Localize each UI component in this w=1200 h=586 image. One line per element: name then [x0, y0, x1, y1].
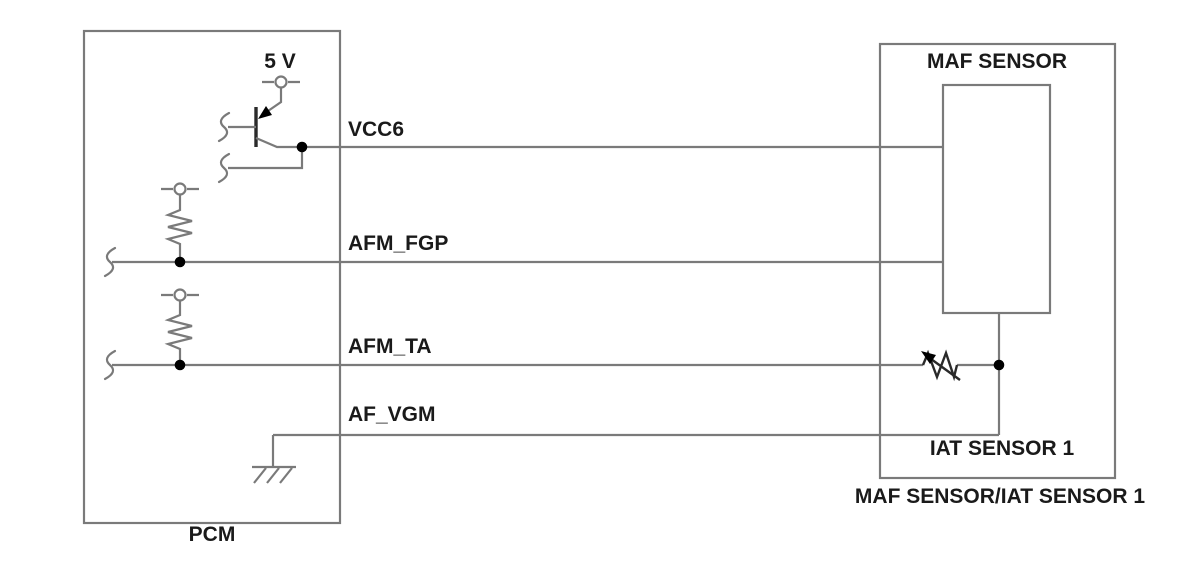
thermistor-arrow-shaft [930, 358, 961, 381]
resistor-zigzag [164, 301, 193, 365]
junction-dot [993, 359, 1005, 371]
supply-terminal-icon [173, 182, 187, 196]
chassis-ground-icon [252, 465, 296, 484]
pcm-label: PCM [188, 523, 236, 546]
junction-dot [296, 141, 308, 153]
maf-sensor-inner-box [941, 83, 1052, 315]
pcm-box [82, 29, 342, 525]
signal-label-afm-ta: AFM_TA [348, 335, 432, 358]
wire-break-icon [103, 246, 117, 278]
wire-break-icon [217, 111, 231, 143]
thermistor-arrowhead [921, 351, 936, 364]
emitter-arrowhead [258, 106, 272, 119]
feedback-wire [228, 147, 304, 170]
iat-sensor-label: IAT SENSOR 1 [929, 437, 1075, 460]
maf-iat-assembly-label: MAF SENSOR/IAT SENSOR 1 [854, 485, 1146, 508]
supply-terminal-icon [173, 288, 187, 302]
junction-dot [174, 256, 186, 268]
signal-label-vcc6: VCC6 [348, 118, 405, 141]
junction-dot [174, 359, 186, 371]
signal-label-af-vgm: AF_VGM [348, 403, 436, 426]
emitter-wire [267, 88, 283, 112]
thermistor-icon [921, 349, 1005, 382]
signal-wires [112, 145, 1001, 467]
supply-terminal-icon [274, 75, 288, 89]
resistor-zigzag [164, 195, 193, 262]
pnp-transistor-icon [217, 75, 308, 184]
supply-voltage-label: 5 V [264, 50, 296, 73]
maf-sensor-label: MAF SENSOR [926, 50, 1067, 73]
wire-af-vgm [271, 433, 999, 467]
signal-label-afm-fgp: AFM_FGP [348, 232, 449, 255]
wire-break-icon [217, 152, 231, 184]
pullup-resistor-icon [161, 288, 199, 371]
pullup-resistor-icon [161, 182, 199, 268]
collector-wire [255, 136, 302, 149]
ground-slashes [253, 467, 293, 484]
wire-break-icon [103, 349, 117, 381]
